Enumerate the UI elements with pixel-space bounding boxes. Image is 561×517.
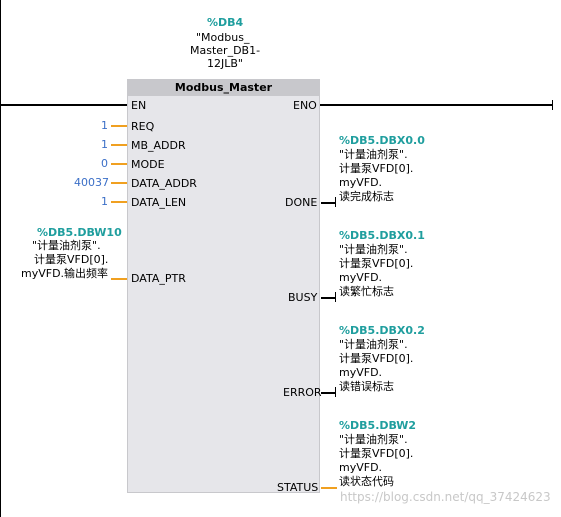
busy-address: %DB5.DBX0.1 [339,229,425,242]
watermark: https://blog.csdn.net/qq_37424623 [340,490,551,504]
error-line3: myVFD. [339,366,383,379]
input-wire-mb-addr [111,144,127,146]
status-line3: myVFD. [339,461,383,474]
input-value-req: 1 [101,119,108,132]
pin-data-addr: DATA_ADDR [131,177,197,190]
done-line4: 读完成标志 [339,190,394,203]
done-line2: 计量泵VFD[0]. [339,162,414,175]
eno-wire [320,104,552,106]
input-value-mb-addr: 1 [101,138,108,151]
pin-status: STATUS [277,481,319,494]
instance-db-name-line1: "Modbus_ [196,31,250,44]
block-title: Modbus_Master [127,79,320,96]
left-power-rail [0,0,1,517]
status-line1: "计量油剂泵". [339,433,408,446]
done-address: %DB5.DBX0.0 [339,134,425,147]
input-wire-data-ptr [111,278,127,280]
error-line1: "计量油剂泵". [339,338,408,351]
error-line4: 读错误标志 [339,380,394,393]
pin-mb-addr: MB_ADDR [131,139,186,152]
busy-line1: "计量油剂泵". [339,243,408,256]
error-line2: 计量泵VFD[0]. [339,352,414,365]
input-value-mode: 0 [101,157,108,170]
instance-db-name-line2: Master_DB1- [190,44,261,57]
done-line3: myVFD. [339,176,383,189]
input-value-data-len: 1 [101,195,108,208]
pin-en: EN [131,99,147,112]
status-line4: 读状态代码 [339,475,394,488]
output-wire-done-end [335,197,336,207]
output-wire-busy-end [335,292,336,302]
error-address: %DB5.DBX0.2 [339,324,425,337]
pin-error: ERROR [283,386,322,399]
function-block[interactable] [127,79,320,493]
status-address: %DB5.DBW2 [339,419,417,432]
input-wire-data-len [111,201,127,203]
data-ptr-address: %DB5.DBW10 [37,226,122,239]
output-wire-error-end [335,387,336,397]
pin-busy: BUSY [288,291,318,304]
status-line2: 计量泵VFD[0]. [339,447,414,460]
input-wire-data-addr [111,182,127,184]
output-wire-status [321,487,337,489]
input-wire-req [111,125,127,127]
pin-data-len: DATA_LEN [131,196,187,209]
pin-eno: ENO [293,99,317,112]
pin-req: REQ [131,120,155,133]
instance-db-name-line3: 12JLB" [207,57,243,70]
output-wire-done [321,202,335,204]
data-ptr-line1: "计量油剂泵". [32,239,101,252]
instance-db-address: %DB4 [207,16,244,29]
busy-line3: myVFD. [339,271,383,284]
eno-wire-end [552,100,553,110]
pin-mode: MODE [131,158,165,171]
pin-done: DONE [285,196,318,209]
input-value-data-addr: 40037 [74,176,109,189]
input-wire-mode [111,163,127,165]
output-wire-busy [321,297,335,299]
en-wire [0,104,127,106]
output-wire-error [321,392,335,394]
data-ptr-line3: myVFD.输出频率 [21,267,109,280]
busy-line2: 计量泵VFD[0]. [339,257,414,270]
data-ptr-line2: 计量泵VFD[0]. [34,253,109,266]
pin-data-ptr: DATA_PTR [131,272,186,285]
busy-line4: 读繁忙标志 [339,285,394,298]
done-line1: "计量油剂泵". [339,148,408,161]
